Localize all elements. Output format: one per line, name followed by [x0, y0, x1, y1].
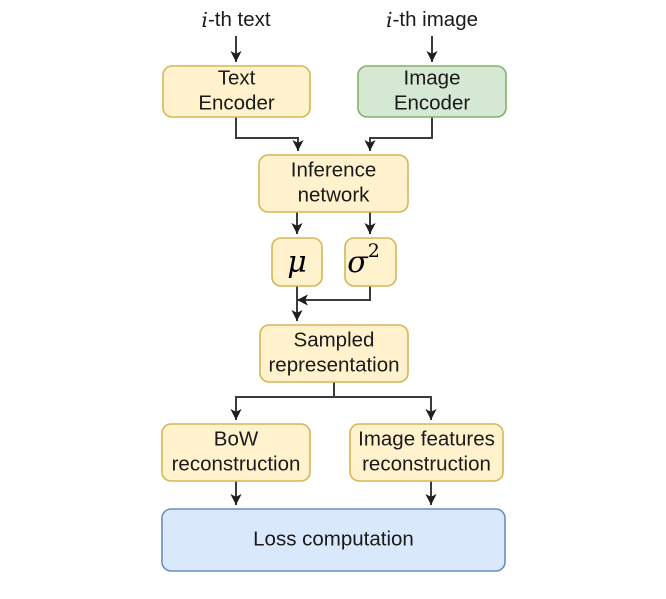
image-features-reconstruction-node-shape: [349, 423, 504, 482]
edge-bow-to-loss: [230, 481, 242, 505]
edge-input-text-to-text-encoder: [230, 36, 242, 62]
edge-sigma-to-sampled: [297, 286, 371, 306]
edge-image-encoder-to-inference: [364, 117, 433, 151]
image-features-reconstruction-node-label-line-2: reconstruction: [362, 452, 491, 475]
edge-inference-to-sigma-arrowhead: [364, 223, 376, 234]
edge-sampled-to-image-features-line: [333, 382, 432, 420]
mu-node-label: μ: [287, 245, 307, 280]
loss-computation-node-label-line-1: Loss computation: [253, 527, 414, 550]
mu-node-shape: [271, 237, 323, 287]
edge-image-features-to-loss: [425, 481, 437, 505]
edge-sigma-to-sampled-arrowhead: [297, 294, 308, 306]
loss-computation-node-shape: [161, 508, 506, 572]
bow-reconstruction-node-label-line-1: BoW: [214, 427, 259, 450]
edge-inference-to-mu: [291, 212, 303, 234]
bow-reconstruction-node-shape: [161, 423, 311, 482]
edge-mu-to-sampled: [291, 286, 303, 321]
nodes-layer: TextEncoderImageEncoderInferencenetworkμ…: [161, 65, 507, 572]
inference-network-node-label-line-2: network: [298, 183, 371, 206]
sigma-squared-node-shape: [344, 237, 397, 287]
mu-node[interactable]: μ: [271, 237, 323, 287]
edge-input-text-to-text-encoder-arrowhead: [230, 51, 242, 62]
edge-sampled-to-image-features-arrowhead: [425, 409, 437, 420]
inference-network-node-label-line-1: Inference: [291, 158, 376, 181]
loss-computation-node[interactable]: Loss computation: [161, 508, 506, 572]
sigma-squared-node-label: σ2: [347, 240, 380, 280]
edge-text-encoder-to-inference-line: [235, 117, 299, 151]
edge-sampled-to-bow: [230, 382, 335, 420]
text-encoder-node-label-line-1: Text: [218, 66, 256, 89]
edge-image-encoder-to-inference-arrowhead: [364, 140, 376, 151]
image-encoder-node-shape: [357, 65, 507, 118]
inference-network-node-shape: [258, 154, 409, 213]
edge-sigma-to-sampled-line: [297, 286, 371, 301]
edge-text-encoder-to-inference: [235, 117, 304, 151]
edge-input-image-to-image-encoder: [426, 36, 438, 62]
edge-input-image-to-image-encoder-arrowhead: [426, 51, 438, 62]
edge-inference-to-sigma: [364, 212, 376, 234]
edge-mu-to-sampled-arrowhead: [291, 310, 303, 321]
edge-image-encoder-to-inference-line: [369, 117, 433, 151]
edge-bow-to-loss-arrowhead: [230, 494, 242, 505]
image-encoder-node-label-line-2: Encoder: [394, 91, 471, 114]
edge-image-features-to-loss-arrowhead: [425, 494, 437, 505]
edges-layer: [230, 36, 438, 505]
input-labels-layer: i-th text i-th image: [201, 8, 478, 32]
edge-inference-to-mu-arrowhead: [291, 223, 303, 234]
edge-sampled-to-bow-line: [235, 382, 335, 420]
input-image-label: i-th image: [386, 8, 478, 32]
text-encoder-node-shape: [162, 65, 311, 118]
sampled-representation-node-label-line-2: representation: [268, 353, 399, 376]
edge-text-encoder-to-inference-arrowhead: [292, 140, 304, 151]
image-features-reconstruction-node-label-line-1: Image features: [358, 427, 495, 450]
image-encoder-node-label-line-1: Image: [404, 66, 461, 89]
sampled-representation-node-label-line-1: Sampled: [294, 328, 375, 351]
input-text-label: i-th text: [201, 8, 271, 32]
edge-sampled-to-bow-arrowhead: [230, 409, 242, 420]
text-encoder-node-label-line-2: Encoder: [198, 91, 275, 114]
bow-reconstruction-node-label-line-2: reconstruction: [172, 452, 301, 475]
sampled-representation-node-shape: [259, 324, 409, 383]
edge-sampled-to-image-features: [333, 382, 437, 420]
sigma-squared-node[interactable]: σ2: [344, 237, 397, 287]
